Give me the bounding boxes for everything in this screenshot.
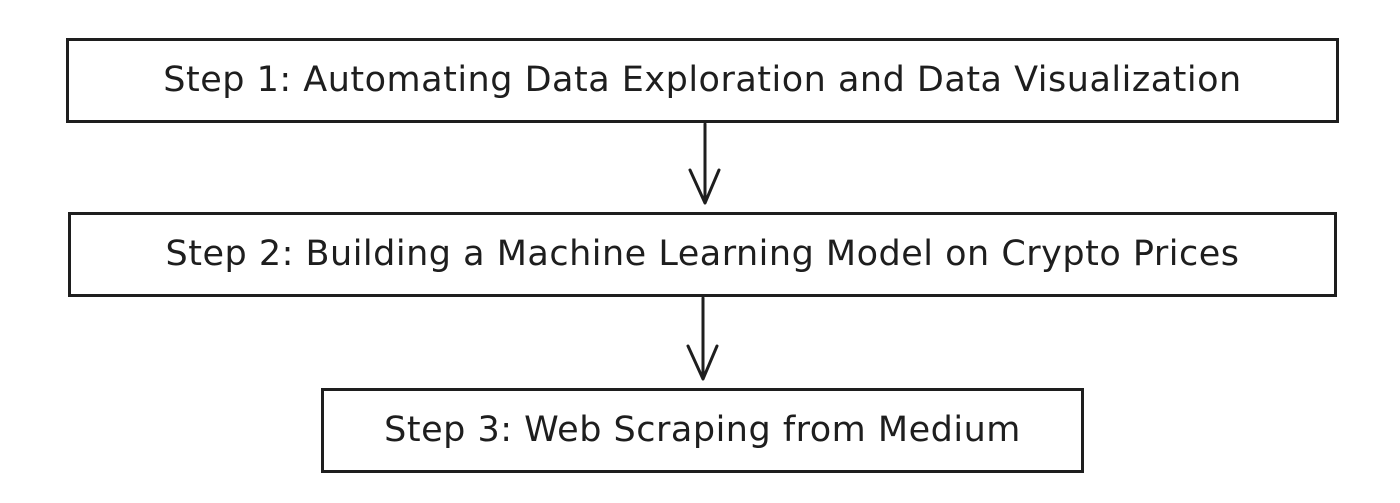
step-3-box: Step 3: Web Scraping from Medium xyxy=(321,388,1084,473)
step-2-box: Step 2: Building a Machine Learning Mode… xyxy=(68,212,1337,297)
step-2-label: Step 2: Building a Machine Learning Mode… xyxy=(165,234,1240,274)
arrow-1-head xyxy=(688,168,721,205)
step-1-label: Step 1: Automating Data Exploration and … xyxy=(163,60,1242,100)
arrow-step-1-to-2 xyxy=(688,122,721,205)
arrow-2-head xyxy=(686,344,719,381)
step-1-box: Step 1: Automating Data Exploration and … xyxy=(66,38,1339,123)
arrow-step-2-to-3 xyxy=(686,296,719,381)
step-3-label: Step 3: Web Scraping from Medium xyxy=(384,410,1021,450)
